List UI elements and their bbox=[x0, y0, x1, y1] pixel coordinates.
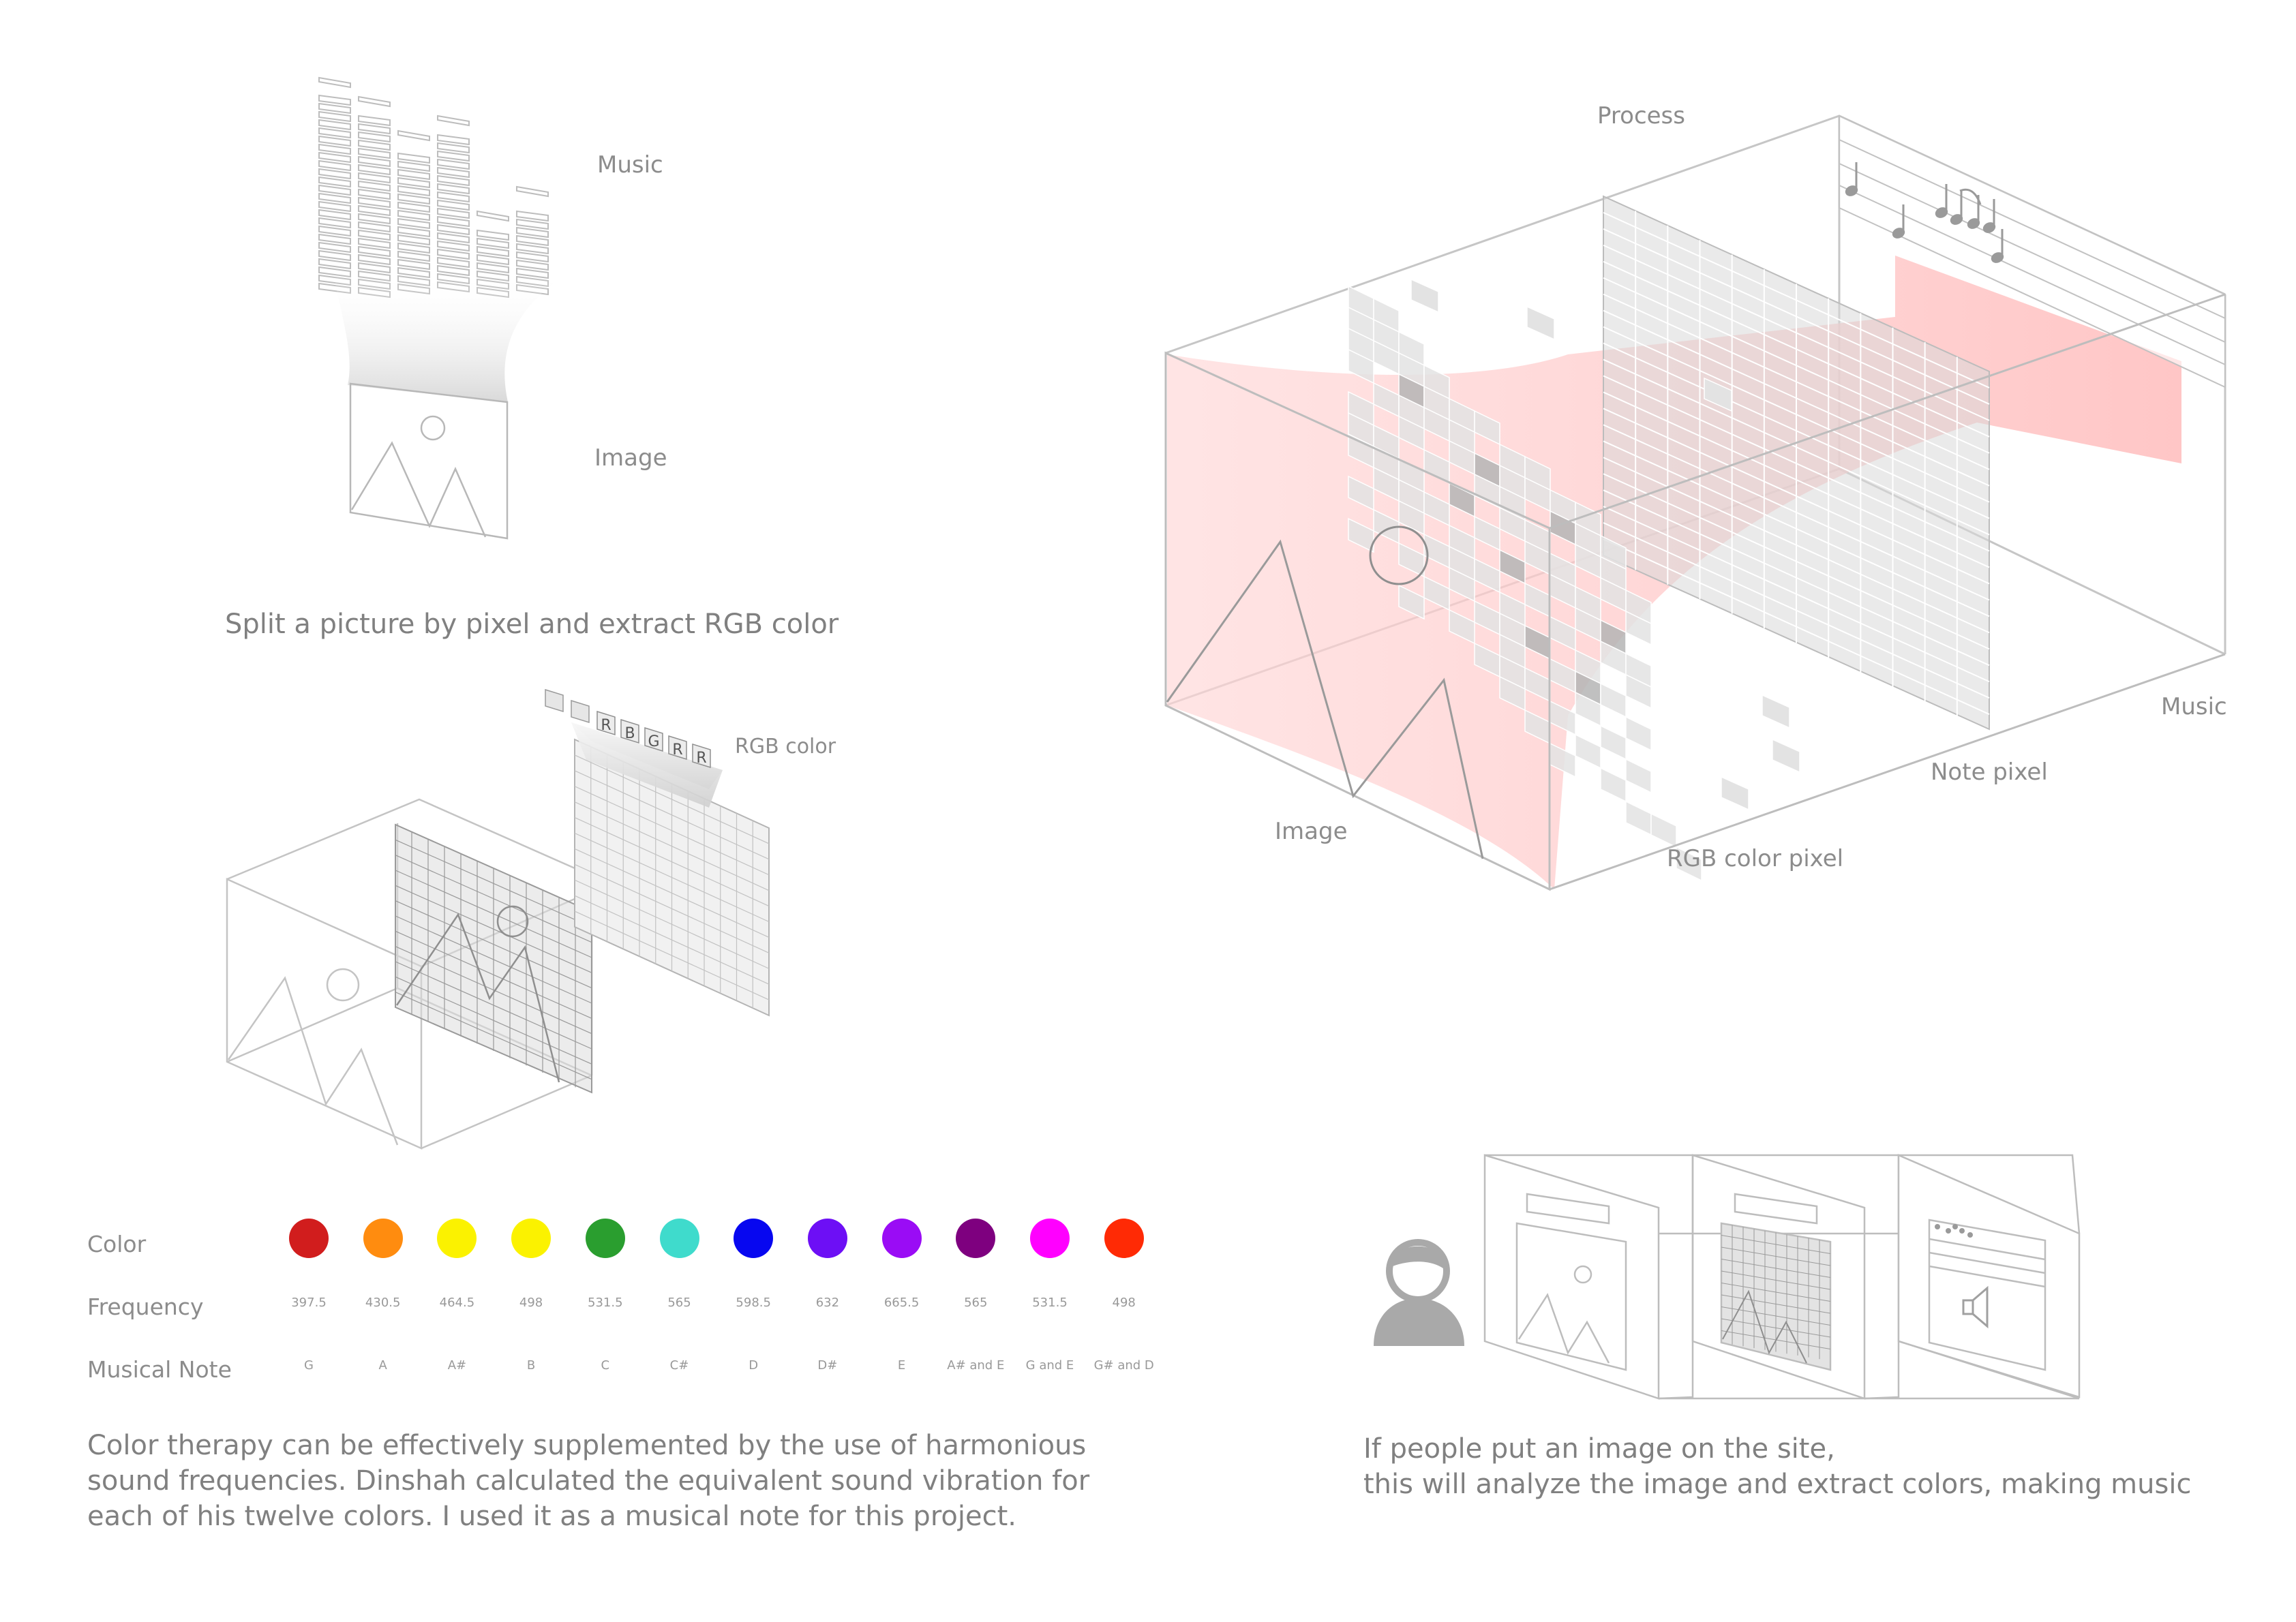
musical-note-value: D# bbox=[817, 1358, 838, 1373]
label-big-music: Music bbox=[2161, 693, 2227, 720]
speaker-icon bbox=[1962, 1285, 1989, 1329]
musical-note-value: G bbox=[304, 1358, 314, 1373]
rgb-tiles bbox=[545, 688, 590, 724]
music-note-icon bbox=[1845, 162, 2004, 263]
site-flow bbox=[1374, 1154, 2081, 1400]
color-swatch bbox=[1104, 1219, 1144, 1258]
image-card bbox=[349, 382, 509, 540]
frequency-value: 598.5 bbox=[736, 1296, 771, 1310]
therapy-line-1: Color therapy can be effectively supplem… bbox=[87, 1430, 1087, 1461]
site-caption: If people put an image on the site, this… bbox=[1363, 1431, 2191, 1502]
label-note-pixel: Note pixel bbox=[1931, 759, 2048, 786]
site-line-1: If people put an image on the site, bbox=[1363, 1433, 1835, 1465]
color-swatch bbox=[289, 1219, 329, 1258]
therapy-line-2: sound frequencies. Dinshah calculated th… bbox=[87, 1465, 1090, 1497]
label-process: Process bbox=[1597, 102, 1685, 129]
rgb-tile-letter: R bbox=[672, 741, 682, 759]
musical-note-value: D bbox=[749, 1358, 759, 1373]
frequency-value: 565 bbox=[964, 1296, 988, 1310]
frequency-value: 430.5 bbox=[365, 1296, 401, 1310]
frequency-value: 397.5 bbox=[291, 1296, 327, 1310]
label-rgb-color: RGB color bbox=[735, 735, 836, 759]
label-image-top: Image bbox=[594, 444, 667, 472]
label-big-image: Image bbox=[1275, 818, 1348, 845]
musical-note-value: C# bbox=[669, 1358, 689, 1373]
musical-note-value: B bbox=[526, 1358, 536, 1373]
color-swatch bbox=[1030, 1219, 1070, 1258]
person-icon bbox=[1374, 1239, 1464, 1346]
rgb-tile bbox=[644, 726, 663, 752]
frequency-value: 665.5 bbox=[883, 1296, 920, 1310]
color-swatch bbox=[956, 1219, 996, 1258]
rgb-tile bbox=[692, 743, 711, 769]
sun-circle-icon bbox=[420, 415, 446, 441]
musical-note-value: A# bbox=[447, 1358, 467, 1373]
label-rgb-color-pixel: RGB color pixel bbox=[1667, 845, 1844, 872]
rgb-tile-letter: B bbox=[624, 725, 635, 742]
split-caption: Split a picture by pixel and extract RGB… bbox=[225, 609, 839, 640]
rgb-tile bbox=[668, 735, 687, 761]
frequency-value: 632 bbox=[815, 1296, 840, 1310]
musical-note-value: C bbox=[601, 1358, 610, 1373]
pixel-grid-front bbox=[395, 823, 592, 1094]
color-swatch bbox=[659, 1219, 699, 1258]
label-music-top: Music bbox=[597, 151, 663, 179]
therapy-caption: Color therapy can be effectively supplem… bbox=[87, 1428, 1089, 1534]
musical-note-value: G# and D bbox=[1093, 1358, 1154, 1373]
frequency-value: 531.5 bbox=[1032, 1296, 1068, 1310]
color-swatch bbox=[807, 1219, 847, 1258]
musical-note-value: E bbox=[897, 1358, 906, 1373]
color-swatch bbox=[881, 1219, 922, 1258]
rgb-tile-letter: R bbox=[601, 717, 611, 734]
frequency-value: 531.5 bbox=[588, 1296, 623, 1310]
color-swatch bbox=[363, 1219, 403, 1258]
equalizer-bars bbox=[318, 76, 549, 299]
rgb-tile bbox=[620, 718, 639, 744]
color-swatch bbox=[585, 1219, 625, 1258]
process-diagram bbox=[1164, 114, 2226, 891]
rgb-tile-letter: R bbox=[696, 750, 706, 767]
musical-note-value: G and E bbox=[1025, 1358, 1074, 1373]
funnel-gradient bbox=[333, 271, 559, 402]
rgb-tile bbox=[596, 710, 616, 736]
frequency-value: 565 bbox=[667, 1296, 691, 1310]
frequency-value: 498 bbox=[1112, 1296, 1136, 1310]
pixel-grid-back bbox=[574, 738, 770, 1017]
frequency-value: 464.5 bbox=[439, 1296, 475, 1310]
rgb-tile-letter: G bbox=[648, 733, 659, 750]
color-swatch bbox=[437, 1219, 477, 1258]
musical-note-value: A bbox=[378, 1358, 387, 1373]
color-swatch bbox=[734, 1219, 774, 1258]
color-swatch bbox=[511, 1219, 552, 1258]
frequency-value: 498 bbox=[519, 1296, 543, 1310]
mountain-image-icon bbox=[350, 441, 487, 538]
row-label-musical-note: Musical Note bbox=[87, 1356, 232, 1383]
row-label-frequency: Frequency bbox=[87, 1294, 204, 1320]
site-line-2: this will analyze the image and extract … bbox=[1363, 1469, 2192, 1500]
row-label-color: Color bbox=[87, 1231, 147, 1257]
therapy-line-3: each of his twelve colors. I used it as … bbox=[87, 1501, 1016, 1532]
musical-note-value: A# and E bbox=[947, 1358, 1005, 1373]
